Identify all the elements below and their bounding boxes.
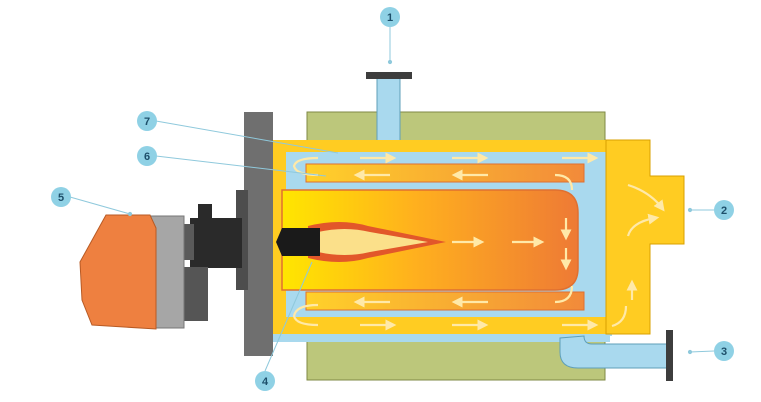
callout-4: 4 [255,371,275,391]
svg-text:3: 3 [721,346,727,358]
insulation-jacket [306,111,606,381]
svg-text:6: 6 [144,151,150,163]
svg-text:1: 1 [387,12,393,24]
flame [308,222,446,262]
leader-lines [69,27,715,372]
callout-1: 1 [380,7,400,27]
callout-5: 5 [51,187,71,207]
front-plate [244,112,273,356]
svg-text:4: 4 [262,376,269,388]
callout-7: 7 [137,111,157,131]
burner [79,190,320,330]
second-pass-tubes [305,163,585,311]
flue-gas-passages [270,139,685,335]
callout-3: 3 [714,341,734,361]
svg-text:2: 2 [721,205,727,217]
svg-text:5: 5 [58,192,64,204]
flow-arrows [292,152,665,331]
water-return-pipe [559,330,673,381]
callout-2: 2 [714,200,734,220]
callout-6: 6 [137,146,157,166]
svg-text:7: 7 [144,116,150,128]
